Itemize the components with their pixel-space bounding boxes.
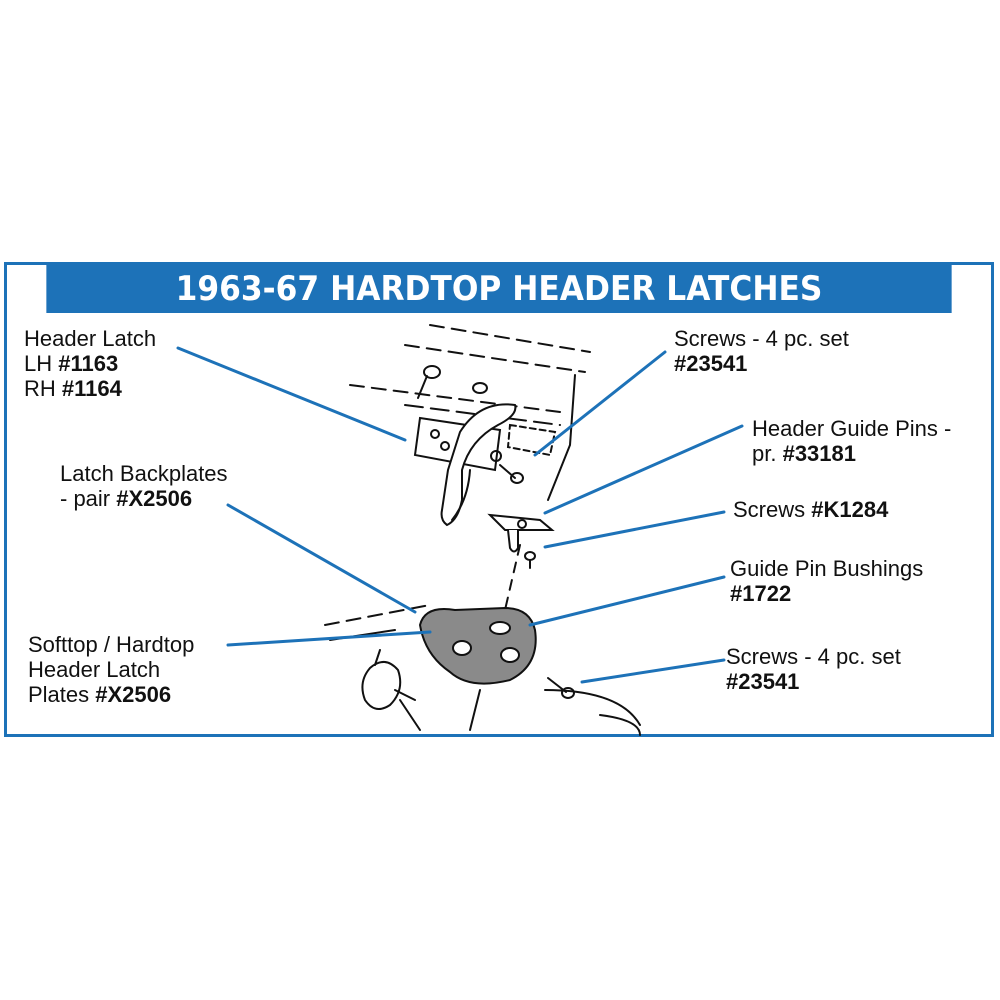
label-latch-plates: Softtop / Hardtop Header Latch Plates #X… xyxy=(28,632,194,707)
label-line: Guide Pin Bushings xyxy=(730,556,924,581)
page-title: 1963-67 HARDTOP HEADER LATCHES xyxy=(46,265,952,313)
label-text: Screws xyxy=(733,497,812,522)
part-number: #K1284 xyxy=(811,497,889,522)
leader-latch-plates xyxy=(226,630,432,647)
label-bushings: Guide Pin Bushings #1722 xyxy=(730,556,923,606)
label-text: LH xyxy=(24,351,59,376)
label-line: Header Guide Pins - xyxy=(752,416,952,441)
label-screws-k: Screws #K1284 xyxy=(733,497,888,522)
label-line: Latch Backplates xyxy=(60,461,228,486)
label-backplates: Latch Backplates - pair #X2506 xyxy=(60,461,228,511)
label-line: Header Latch xyxy=(28,657,161,682)
label-line: Softtop / Hardtop xyxy=(28,632,195,657)
leader-lines xyxy=(176,346,744,684)
label-text: Plates xyxy=(28,682,96,707)
part-number: #1163 xyxy=(58,351,119,376)
label-text: - pair xyxy=(60,486,117,511)
label-line: Screws - 4 pc. set xyxy=(674,326,849,351)
label-line: Screws - 4 pc. set xyxy=(726,644,901,669)
leader-guide-pins xyxy=(543,424,744,515)
part-number: #X2506 xyxy=(116,486,193,511)
leader-backplates xyxy=(226,503,417,614)
label-header-latch: Header Latch LH #1163 RH #1164 xyxy=(24,326,156,401)
part-number: #33181 xyxy=(782,441,856,466)
label-text: pr. xyxy=(752,441,783,466)
label-screws-top: Screws - 4 pc. set #23541 xyxy=(674,326,849,376)
label-screws-bottom: Screws - 4 pc. set #23541 xyxy=(726,644,901,694)
label-guide-pins: Header Guide Pins - pr. #33181 xyxy=(752,416,951,466)
part-number: #1164 xyxy=(61,376,122,401)
leader-screws-top xyxy=(533,350,667,457)
leader-screws-k xyxy=(543,510,726,549)
part-number: #X2506 xyxy=(95,682,172,707)
leader-bushings xyxy=(528,575,726,627)
label-text: RH xyxy=(24,376,62,401)
part-number: #1722 xyxy=(730,581,792,606)
part-number: #23541 xyxy=(674,351,748,376)
label-line: Header Latch xyxy=(24,326,157,351)
leader-screws-bottom xyxy=(580,658,726,684)
part-number: #23541 xyxy=(726,669,800,694)
leader-header-latch xyxy=(176,346,407,442)
